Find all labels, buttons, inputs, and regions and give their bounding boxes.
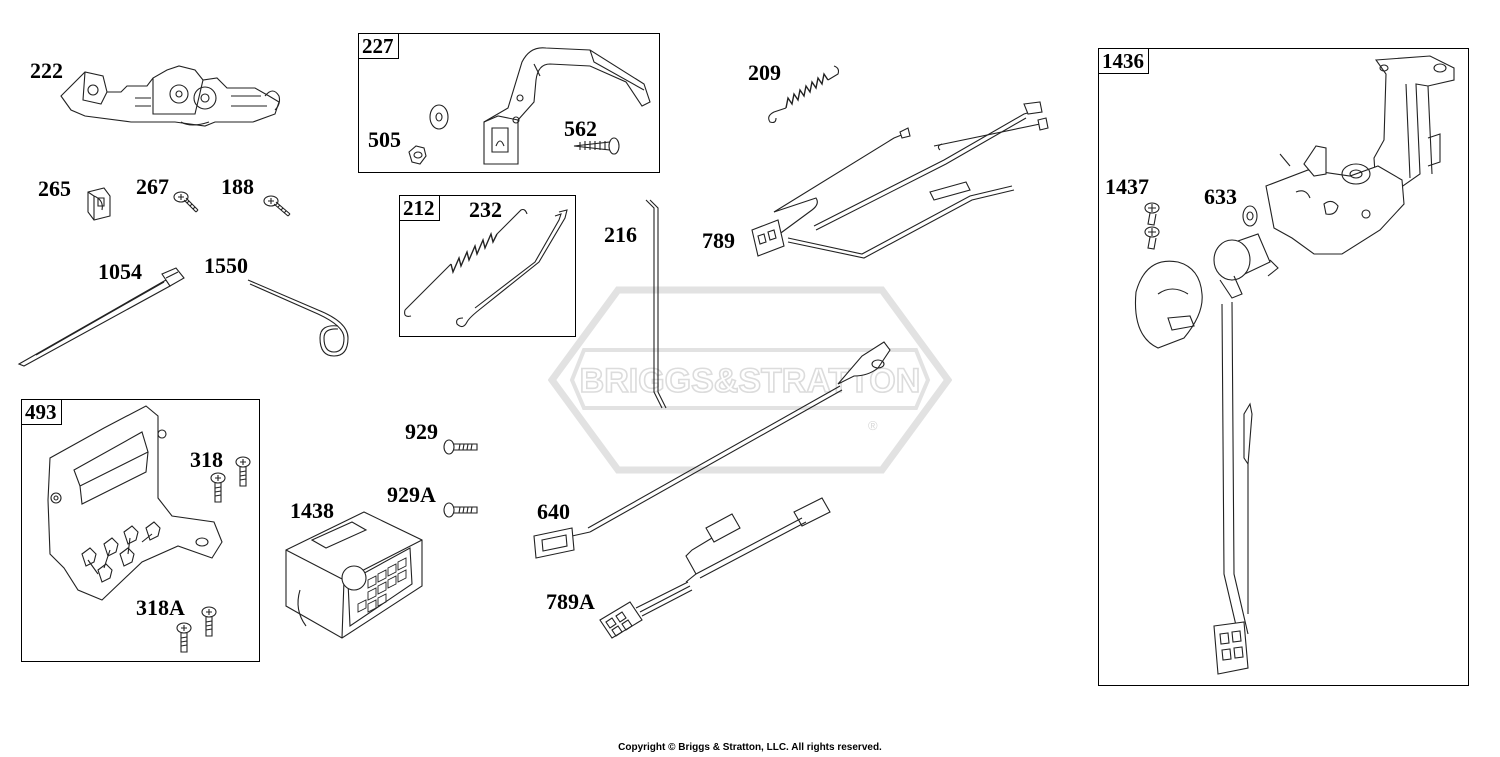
part-267-screw-drawing — [172, 188, 202, 218]
label-216: 216 — [604, 222, 637, 247]
label-232: 232 — [469, 197, 502, 222]
label-1438: 1438 — [290, 498, 334, 523]
part-222-bracket-drawing — [55, 58, 290, 130]
part-188-screw-drawing — [262, 192, 294, 222]
label-318A: 318A — [136, 595, 185, 620]
box-1436: 1436 — [1098, 48, 1469, 686]
part-1438-module-drawing — [282, 510, 430, 644]
part-505-washer-nut-drawing — [404, 104, 454, 170]
part-789A-harness-drawing — [596, 496, 836, 644]
box-493-tag: 493 — [22, 400, 62, 425]
label-562: 562 — [564, 116, 597, 141]
part-562-screw-drawing — [572, 136, 622, 156]
label-1437: 1437 — [1105, 174, 1149, 199]
part-640-wire-drawing — [528, 340, 894, 564]
part-789-wire-harness-drawing — [744, 96, 1056, 278]
label-929: 929 — [405, 419, 438, 444]
label-1550: 1550 — [204, 253, 248, 278]
box-227: 227 — [358, 33, 660, 173]
part-212-spring-rod-drawing — [403, 206, 573, 332]
box-212-tag: 212 — [400, 196, 440, 221]
label-1054: 1054 — [98, 259, 142, 284]
part-216-rod-drawing — [642, 198, 674, 414]
part-209-spring-drawing — [762, 62, 842, 124]
label-929A: 929A — [387, 482, 436, 507]
copyright-notice: Copyright © Briggs & Stratton, LLC. All … — [618, 742, 882, 753]
label-789A: 789A — [546, 589, 595, 614]
label-209: 209 — [748, 60, 781, 85]
part-318A-screws-drawing — [172, 604, 222, 656]
label-267: 267 — [136, 174, 169, 199]
label-265: 265 — [38, 176, 71, 201]
part-1550-wire-spring-drawing — [246, 276, 366, 360]
label-640: 640 — [537, 499, 570, 524]
box-212: 212 — [399, 195, 576, 337]
label-318: 318 — [190, 447, 223, 472]
part-318-screws-drawing — [206, 454, 256, 506]
part-1436-assembly-drawing — [1128, 54, 1458, 682]
label-633: 633 — [1204, 184, 1237, 209]
part-493-bracket-drawing — [42, 404, 228, 608]
label-505: 505 — [368, 127, 401, 152]
label-222: 222 — [30, 58, 63, 83]
part-265-clip-drawing — [84, 186, 114, 222]
part-929-screw-drawing — [442, 438, 480, 456]
part-227-bracket-drawing — [478, 42, 656, 166]
box-1436-tag: 1436 — [1099, 49, 1149, 74]
part-929A-screw-drawing — [442, 500, 480, 520]
watermark-registered: ® — [868, 418, 878, 433]
box-227-tag: 227 — [359, 34, 399, 59]
part-1054-cable-tie-drawing — [16, 264, 196, 368]
label-789: 789 — [702, 228, 735, 253]
box-493: 493 — [21, 399, 260, 662]
label-188: 188 — [221, 174, 254, 199]
